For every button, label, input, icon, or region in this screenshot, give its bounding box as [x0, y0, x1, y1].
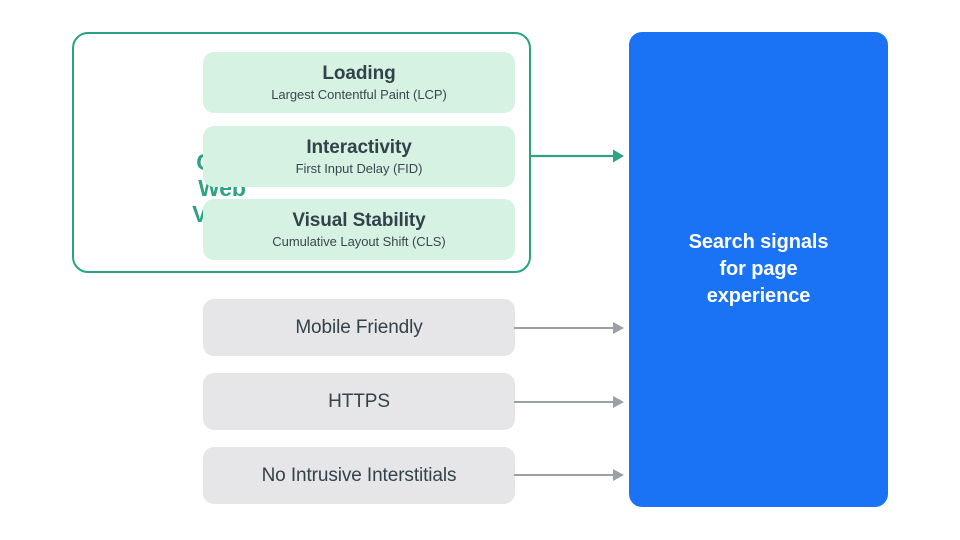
metric-subtitle: Largest Contentful Paint (LCP) [271, 86, 447, 102]
signal-card-no-intrusive-interstitials: No Intrusive Interstitials [203, 447, 515, 504]
signal-card-https: HTTPS [203, 373, 515, 430]
outcome-panel-search-signals: Search signals for page experience [629, 32, 888, 507]
metric-card-visual-stability: Visual Stability Cumulative Layout Shift… [203, 199, 515, 260]
metric-title: Interactivity [306, 136, 412, 158]
metric-title: Loading [322, 62, 396, 84]
arrow-right-gray-icon [514, 317, 625, 339]
arrow-right-gray-icon [514, 464, 625, 486]
metric-card-interactivity: Interactivity First Input Delay (FID) [203, 126, 515, 187]
signal-label: No Intrusive Interstitials [261, 464, 457, 486]
signal-label: Mobile Friendly [295, 316, 423, 338]
metric-subtitle: Cumulative Layout Shift (CLS) [272, 233, 446, 249]
signal-card-mobile-friendly: Mobile Friendly [203, 299, 515, 356]
metric-subtitle: First Input Delay (FID) [295, 160, 423, 176]
metric-card-loading: Loading Largest Contentful Paint (LCP) [203, 52, 515, 113]
outcome-panel-text: Search signals for page experience [688, 231, 829, 307]
signal-label: HTTPS [328, 390, 390, 412]
arrow-right-gray-icon [514, 391, 625, 413]
metric-title: Visual Stability [292, 209, 426, 231]
arrow-right-green-icon [529, 145, 625, 167]
